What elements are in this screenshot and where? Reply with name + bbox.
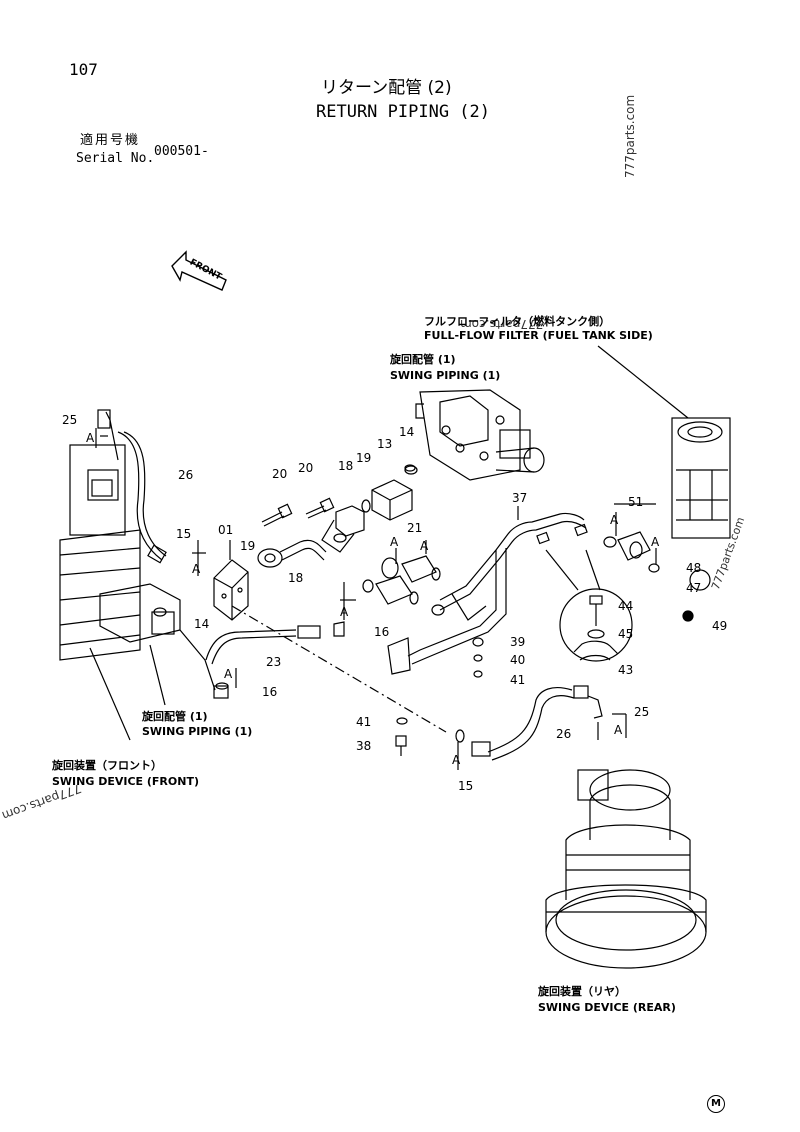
swing-rear-en: SWING DEVICE (REAR) [538,1001,676,1014]
hose-23 [205,621,345,665]
callout-47: 47 [686,581,701,595]
full-flow-filter [597,345,731,622]
filter-label-jp: フルフローフィルタ（燃料タンク側） [424,315,611,328]
swing-piping-top-jp: 旋回配管 (1) [390,353,456,366]
callout-a: A [340,605,349,619]
o-ring-19 [361,499,371,513]
callout-a: A [192,562,201,576]
bolt-38 [395,717,408,756]
clamp-21 [362,555,445,616]
callout-13: 13 [377,437,392,451]
swing-front-jp: 旋回装置（フロント） [52,759,162,772]
callout-a: A [610,513,619,527]
pipe-18-right [321,505,365,553]
callout-18: 18 [288,571,303,585]
page-title-jp: リターン配管 (2) [321,78,452,98]
callout-a: A [390,535,399,549]
callout-48: 48 [686,561,701,575]
callout-49: 49 [712,619,727,633]
page-number: 107 [69,60,98,79]
callout-15: 15 [176,527,191,541]
callout-25: 25 [62,413,77,427]
page-title-en: RETURN PIPING (2) [316,102,490,122]
callout-23: 23 [266,655,281,669]
hose-26-left [117,431,167,564]
callout-43: 43 [618,663,633,677]
block-13 [371,479,413,521]
callout-40: 40 [510,653,525,667]
callout-16: 16 [262,685,277,699]
callout-41: 41 [356,715,371,729]
callout-19: 19 [356,451,371,465]
bolt-20 [261,497,335,527]
pipe-37 [407,506,588,665]
serial-value: 000501- [154,144,209,159]
callout-41: 41 [510,673,525,687]
serial-label-jp: 適用号機 [80,133,141,148]
swing-front-en: SWING DEVICE (FRONT) [52,775,199,788]
callout-a: A [86,431,95,445]
callout-a: A [614,723,623,737]
swing-piping-left-en: SWING PIPING (1) [142,725,253,738]
swing-valve-top [404,389,545,481]
callout-a: A [224,667,233,681]
callout-25: 25 [634,705,649,719]
plate-bracket [387,637,484,678]
swing-device-rear [545,769,707,969]
swing-piping-top-en: SWING PIPING (1) [390,369,501,382]
callout-44: 44 [618,599,633,613]
serial-label-en: Serial No. [76,151,155,166]
block-01 [213,559,249,621]
centerline [231,605,447,733]
callout-18: 18 [338,459,353,473]
callout-26: 26 [178,468,193,482]
callout-37: 37 [512,491,527,505]
callout-20: 20 [272,467,287,481]
swing-block-left [99,583,216,691]
front-arrow [171,250,227,291]
swing-rear-jp: 旋回装置（リヤ） [538,985,626,998]
pipe-18-left [257,539,327,568]
swing-device-front [59,409,166,741]
clamp-51 [603,531,660,573]
callout-15: 15 [458,779,473,793]
callout-19: 19 [240,539,255,553]
o-ring-14 [404,464,416,472]
callout-14: 14 [399,425,414,439]
callout-14: 14 [194,617,209,631]
hose-26-right [455,685,603,761]
bracket-detail [545,549,633,662]
swing-piping-left-jp: 旋回配管 (1) [142,710,208,723]
callout-45: 45 [618,627,633,641]
callout-16: 16 [374,625,389,639]
callout-a: A [452,753,461,767]
fitting-16 [213,682,229,699]
callout-39: 39 [510,635,525,649]
callout-01: 01 [218,523,233,537]
callout-51: 51 [628,495,643,509]
callout-26: 26 [556,727,571,741]
callout-20: 20 [298,461,313,475]
filter-label-en: FULL-FLOW FILTER (FUEL TANK SIDE) [424,329,653,342]
callout-38: 38 [356,739,371,753]
callout-21: 21 [407,521,422,535]
callout-a: A [651,535,660,549]
callout-a: A [420,539,429,553]
footer-m-mark: M [707,1095,725,1113]
